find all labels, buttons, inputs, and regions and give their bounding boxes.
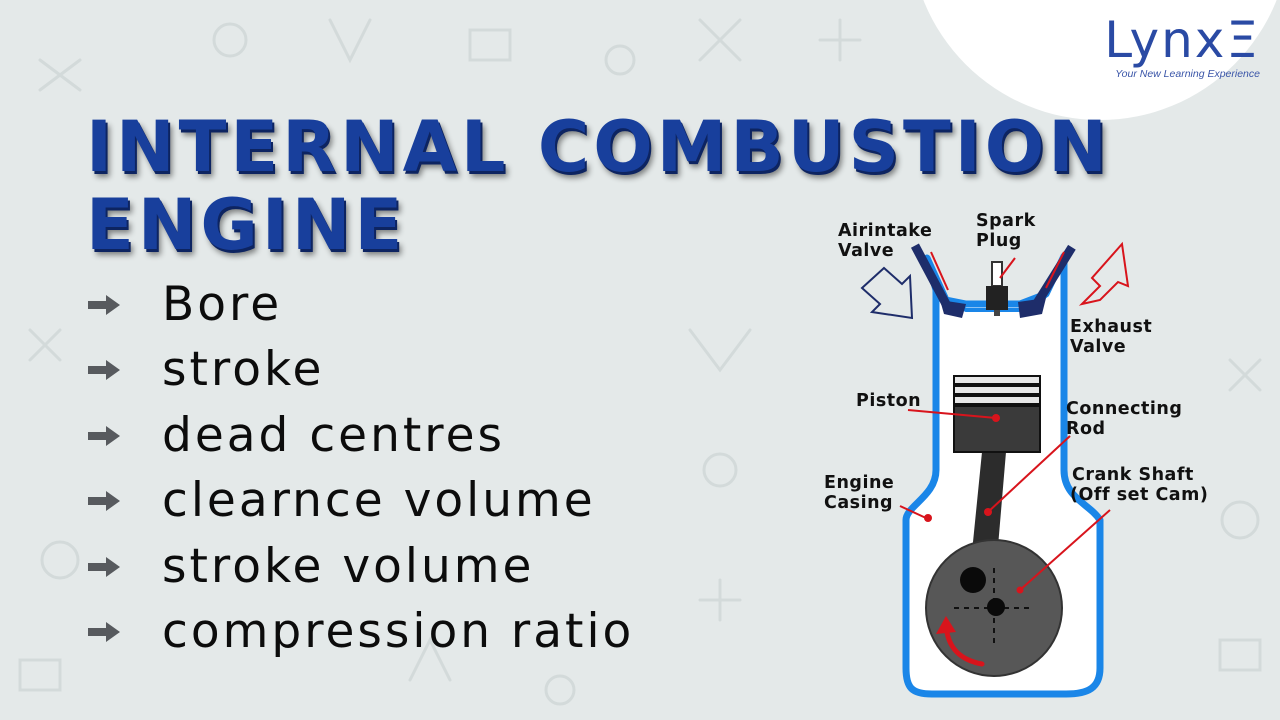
title-line-1: INTERNAL COMBUSTION — [86, 106, 1111, 188]
piston — [953, 375, 1041, 453]
logo-wordmark: LynxΞ — [1104, 11, 1260, 69]
title-line-2: ENGINE — [86, 184, 407, 266]
label-spark-plug-line1: Spark — [976, 211, 1036, 231]
exhaust-valve — [1018, 244, 1076, 318]
label-connecting-rod-line2: Rod — [1066, 419, 1106, 439]
label-engine-casing-line2: Casing — [824, 493, 893, 513]
bullet-arrow-icon — [88, 491, 120, 512]
rotation-arrow-icon — [936, 616, 985, 667]
list-item-label: stroke volume — [162, 538, 535, 594]
intake-flow-arrow-icon — [860, 266, 914, 320]
label-exhaust-line1: Exhaust — [1070, 317, 1152, 337]
label-piston: Piston — [856, 391, 921, 411]
label-air-intake-line1: Airintake — [838, 221, 932, 241]
bullet-arrow-icon — [88, 556, 120, 577]
spark-plug — [986, 257, 1016, 316]
brand-logo[interactable]: LynxΞ Your New Learning Experience — [1080, 12, 1260, 80]
list-item-label: dead centres — [162, 407, 505, 463]
intake-valve — [910, 243, 966, 318]
list-item: compression ratio — [86, 600, 634, 666]
list-item: stroke — [86, 338, 634, 404]
list-item: dead centres — [86, 403, 634, 469]
label-exhaust-line2: Valve — [1070, 337, 1126, 357]
label-air-intake-line2: Valve — [838, 241, 894, 261]
topic-list: Bore stroke dead centres clearnce volume… — [86, 272, 634, 665]
bullet-arrow-icon — [88, 425, 120, 446]
list-item: clearnce volume — [86, 469, 634, 535]
logo-tagline: Your New Learning Experience — [1115, 68, 1260, 80]
list-item-label: clearnce volume — [162, 473, 596, 529]
exhaust-flow-arrow-icon — [1078, 241, 1130, 306]
label-spark-plug-line2: Plug — [976, 231, 1022, 251]
label-crank-shaft-line2: (Off set Cam) — [1070, 485, 1208, 505]
label-connecting-rod-line1: Connecting — [1066, 399, 1182, 419]
label-leaders — [899, 409, 1111, 591]
list-item: Bore — [86, 272, 634, 338]
list-item: stroke volume — [86, 534, 634, 600]
engine-diagram: Airintake Valve Spark Plug Exhaust Valve… — [824, 211, 1208, 698]
list-item-label: compression ratio — [162, 604, 635, 660]
bullet-arrow-icon — [88, 622, 120, 643]
crank-shaft — [925, 539, 1063, 677]
bullet-arrow-icon — [88, 360, 120, 381]
bullet-arrow-icon — [88, 294, 120, 315]
list-item-label: stroke — [162, 342, 325, 398]
list-item-label: Bore — [162, 276, 283, 332]
label-crank-shaft-line1: Crank Shaft — [1072, 465, 1194, 485]
label-engine-casing-line1: Engine — [824, 473, 894, 493]
page-title: INTERNAL COMBUSTION ENGINE — [86, 108, 1186, 264]
